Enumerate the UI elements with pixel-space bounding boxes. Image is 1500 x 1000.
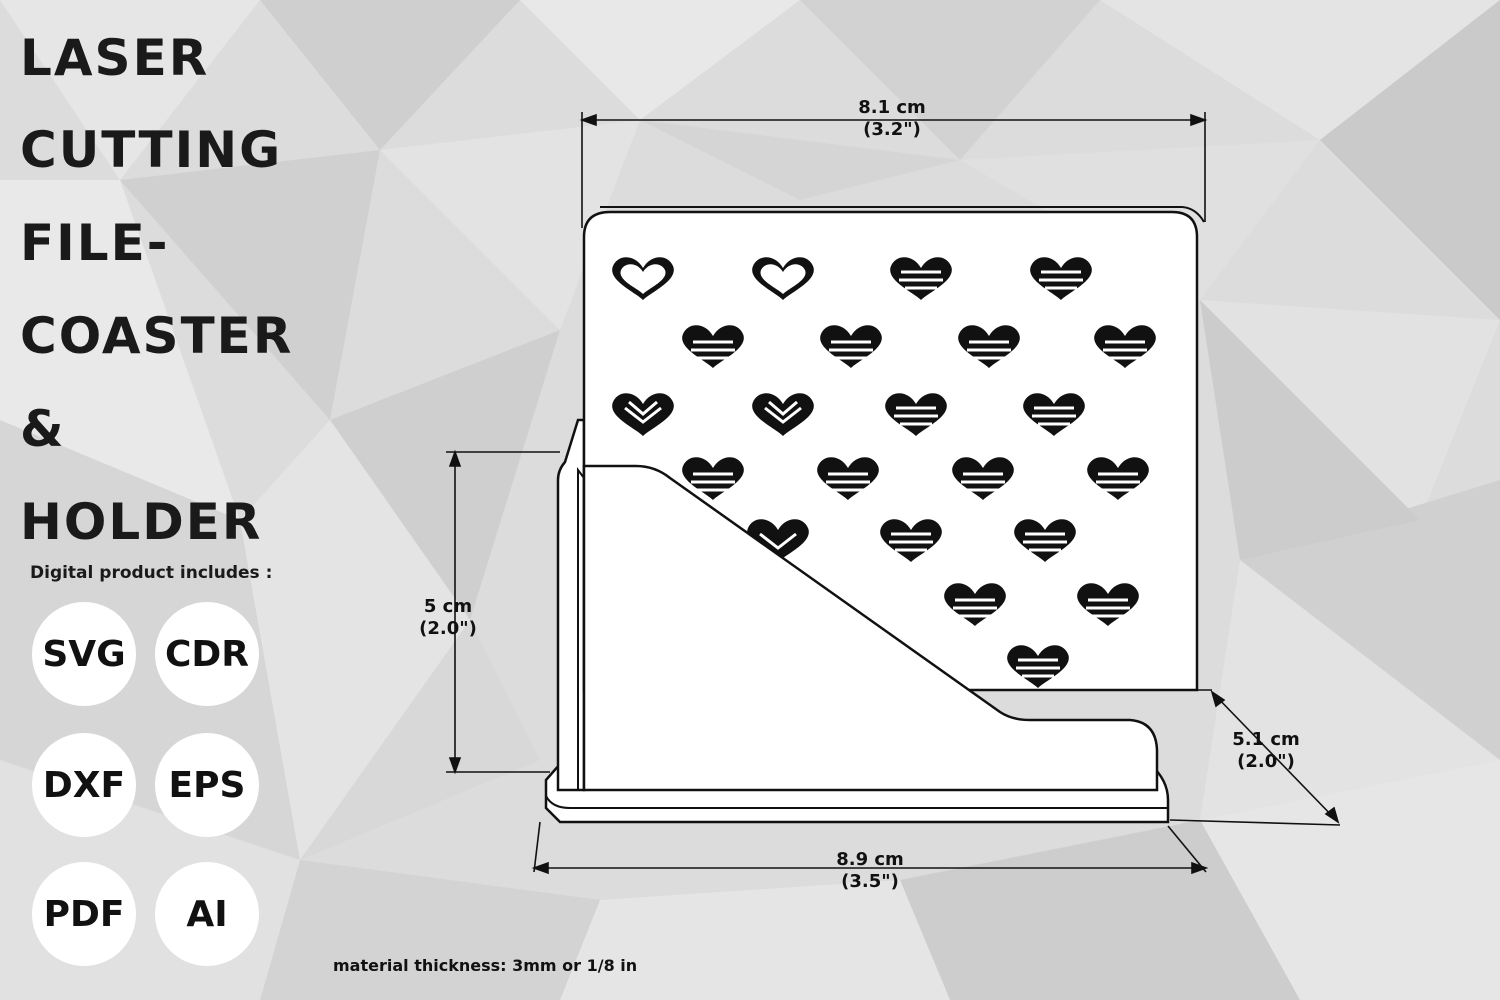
dim-depth-imperial: (2.0"): [1237, 751, 1295, 772]
format-badge-dxf: DXF: [32, 733, 136, 837]
dim-height-imperial: (2.0"): [419, 618, 477, 639]
format-badge-pdf: PDF: [32, 862, 136, 966]
title-line-4: COASTER: [20, 307, 294, 365]
dim-top-width-imperial: (3.2"): [863, 119, 921, 140]
heart-icon: [885, 393, 947, 436]
heart-icon: [747, 519, 809, 562]
title-line-5: &: [20, 400, 66, 458]
heart-icon: [682, 457, 744, 500]
heart-icon: [612, 393, 674, 436]
heart-icon: [944, 583, 1006, 626]
heart-icon: [958, 325, 1020, 368]
format-badge-ai: AI: [155, 862, 259, 966]
dim-base-width-imperial: (3.5"): [841, 871, 899, 892]
dim-top-width-metric: 8.1 cm: [858, 97, 926, 118]
heart-pattern: [612, 257, 1156, 688]
dim-base-width: 8.9 cm (3.5"): [810, 849, 930, 893]
heart-icon: [1094, 325, 1156, 368]
side-wall: [556, 418, 586, 792]
dim-base-width-metric: 8.9 cm: [836, 849, 904, 870]
dim-depth: 5.1 cm (2.0"): [1216, 729, 1316, 773]
heart-icon: [817, 457, 879, 500]
heart-icon: [952, 457, 1014, 500]
heart-icon: [880, 519, 942, 562]
format-badge-svg: SVG: [32, 602, 136, 706]
title-line-3: FILE-: [20, 214, 170, 272]
front-panel: [582, 464, 1159, 792]
heart-icon: [1014, 519, 1076, 562]
heart-icon: [1077, 583, 1139, 626]
heart-icon: [890, 257, 952, 300]
title-line-6: HOLDER: [20, 493, 263, 551]
dim-top-width: 8.1 cm (3.2"): [830, 97, 954, 141]
heart-icon: [820, 325, 882, 368]
dimension-lines: [446, 112, 1341, 875]
heart-icon: [1087, 457, 1149, 500]
heart-icon: [612, 257, 674, 300]
heart-icon: [1007, 645, 1069, 688]
heart-icon: [752, 393, 814, 436]
title-line-2: CUTTING: [20, 121, 283, 179]
material-thickness-note: material thickness: 3mm or 1/8 in: [333, 956, 638, 975]
dim-height: 5 cm (2.0"): [398, 596, 498, 640]
dim-depth-metric: 5.1 cm: [1232, 729, 1300, 750]
title-line-1: LASER: [20, 29, 210, 87]
heart-icon: [1023, 393, 1085, 436]
heart-icon: [752, 257, 814, 300]
heart-icon: [1030, 257, 1092, 300]
format-badge-eps: EPS: [155, 733, 259, 837]
heart-icon: [682, 325, 744, 368]
includes-label: Digital product includes :: [30, 563, 273, 583]
format-badge-cdr: CDR: [155, 602, 259, 706]
dim-height-metric: 5 cm: [423, 596, 473, 617]
